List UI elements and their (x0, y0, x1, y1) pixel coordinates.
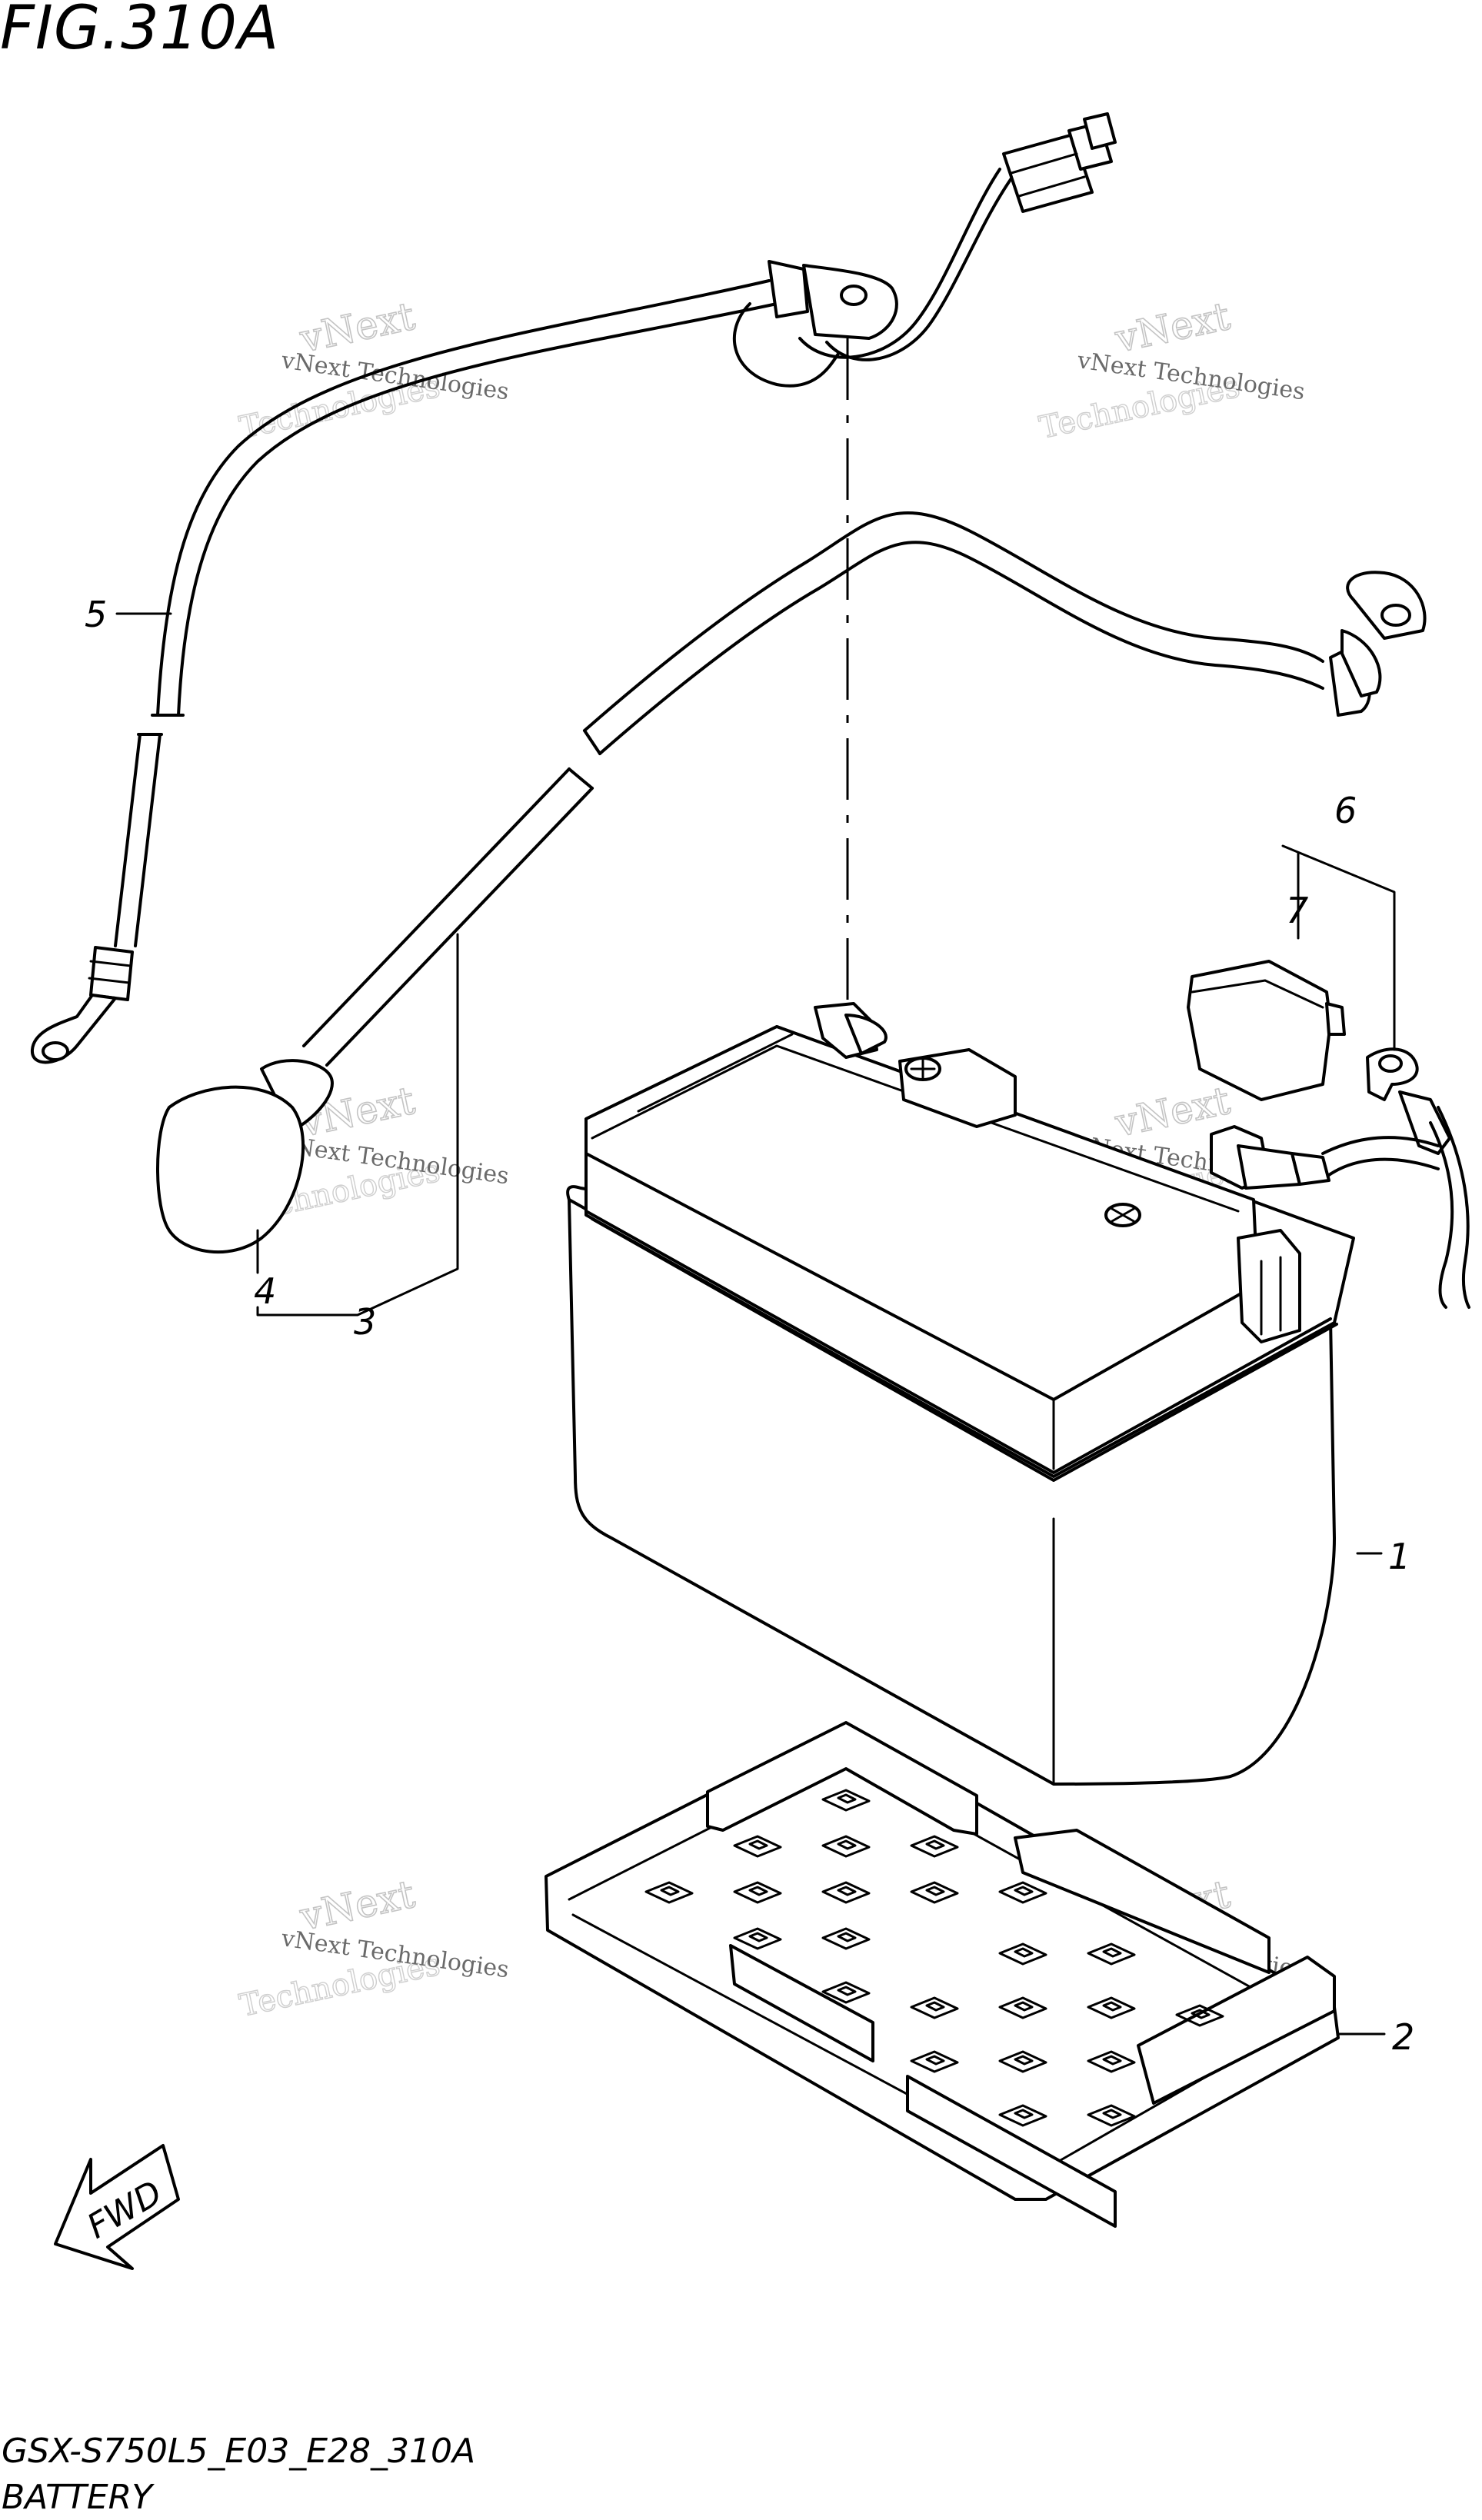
footer-section-name: BATTERY (2, 2478, 153, 2517)
watermark-bottom-left: vNext Technologies vNext Technologies (236, 1871, 511, 2024)
callout-2: 2 (1392, 2016, 1414, 2058)
fwd-arrow: FWD (54, 2144, 180, 2270)
callout-4: 4 (254, 1270, 276, 1312)
tray-slots (644, 1789, 1224, 2127)
footer-model-code: GSX-S750L5_E03_E28_310A (2, 2432, 476, 2471)
positive-terminal-cover (1187, 960, 1346, 1101)
battery-tray (545, 1721, 1340, 2228)
positive-lead-wire (1210, 1047, 1470, 1309)
watermark-top-left: vNext Technologies vNext Technologies (236, 293, 511, 446)
callout-labels: 1 2 3 4 5 6 7 (85, 594, 1414, 2058)
watermark-text-a: vNext (1111, 294, 1234, 361)
figure-title: FIG.310A (0, 0, 280, 63)
watermark-top-right: vNext Technologies vNext Technologies (1036, 293, 1307, 446)
callout-6: 6 (1334, 790, 1357, 831)
callout-7: 7 (1286, 890, 1308, 931)
battery (566, 1002, 1355, 1786)
leader-lines (115, 612, 1396, 2036)
callout-1: 1 (1388, 1536, 1410, 1577)
starter-motor-lead-wire (31, 112, 1117, 1064)
callout-3: 3 (354, 1301, 376, 1343)
callout-5: 5 (85, 594, 107, 635)
negative-lead-wire (156, 511, 1427, 1254)
